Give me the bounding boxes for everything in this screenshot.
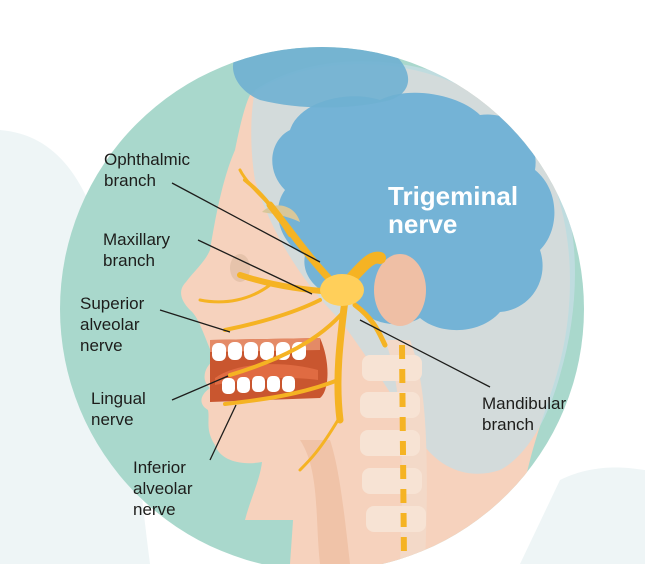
label-line: branch — [104, 170, 190, 191]
title-line-1: Trigeminal — [388, 182, 518, 210]
label-line: Maxillary — [103, 229, 170, 250]
label-line: Inferior — [133, 457, 193, 478]
diagram-title: Trigeminal nerve — [388, 182, 518, 238]
label-line: branch — [103, 250, 170, 271]
label-line: Lingual — [91, 388, 146, 409]
title-line-2: nerve — [388, 210, 518, 238]
label-line: branch — [482, 414, 566, 435]
label-lingual-nerve: Lingual nerve — [91, 388, 146, 430]
label-line: nerve — [80, 335, 144, 356]
label-line: Ophthalmic — [104, 149, 190, 170]
label-maxillary-branch: Maxillary branch — [103, 229, 170, 271]
label-line: Superior — [80, 293, 144, 314]
label-line: alveolar — [133, 478, 193, 499]
label-inferior-alveolar-nerve: Inferior alveolar nerve — [133, 457, 193, 520]
label-line: alveolar — [80, 314, 144, 335]
background-swoosh-right — [520, 468, 645, 565]
label-line: nerve — [91, 409, 146, 430]
label-superior-alveolar-nerve: Superior alveolar nerve — [80, 293, 144, 356]
trigeminal-ganglion — [320, 274, 364, 306]
label-line: nerve — [133, 499, 193, 520]
label-line: Mandibular — [482, 393, 566, 414]
brain-top — [233, 33, 408, 108]
label-mandibular-branch: Mandibular branch — [482, 393, 566, 435]
label-ophthalmic-branch: Ophthalmic branch — [104, 149, 190, 191]
ear — [374, 254, 426, 326]
